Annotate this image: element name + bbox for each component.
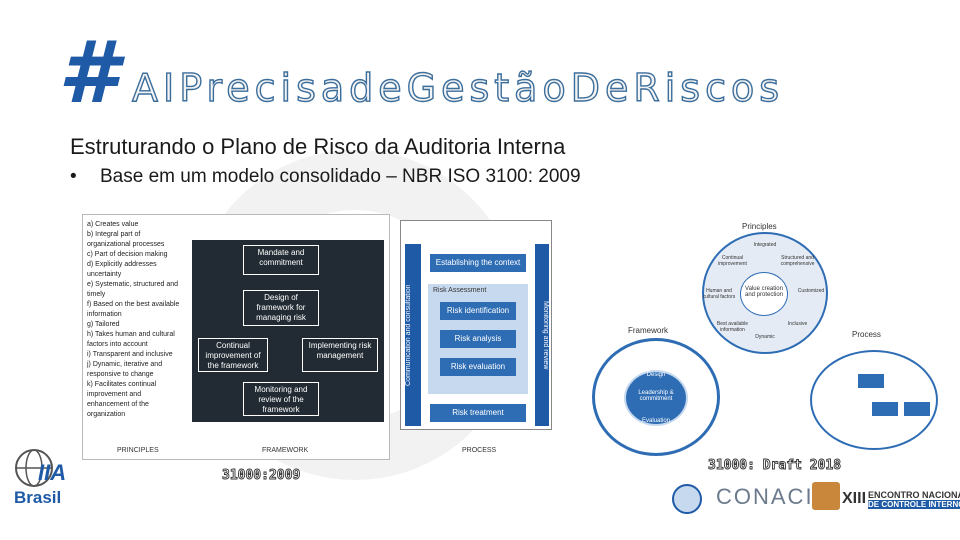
conaci-emblem-icon bbox=[672, 484, 702, 514]
hashtag-symbol: # bbox=[58, 23, 118, 123]
risk-assessment-label: Risk Assessment bbox=[433, 287, 487, 294]
caption-2018: 31000: Draft 2018 bbox=[708, 458, 842, 474]
encontro-line2: DE CONTROLE INTERNO bbox=[868, 500, 960, 509]
communication-bar: Communication and consultation bbox=[405, 244, 421, 426]
establishing-context-box: Establishing the context bbox=[430, 254, 526, 272]
principles-label: PRINCIPLES bbox=[117, 447, 159, 454]
principle-ring-item: Best available information bbox=[716, 320, 749, 333]
caption-2009: 31000:2009 bbox=[222, 468, 301, 484]
process-box-top bbox=[858, 374, 884, 388]
process-box-center bbox=[904, 402, 930, 416]
framework-label: FRAMEWORK bbox=[262, 447, 309, 454]
design-box: Design of framework for managing risk bbox=[243, 290, 319, 326]
monitoring-review-bar: Monitoring and review bbox=[535, 244, 549, 426]
framework-circle-inner bbox=[624, 370, 688, 426]
risk-identification-box: Risk identification bbox=[440, 302, 516, 320]
framework-title: Framework bbox=[628, 326, 669, 335]
globe-icon bbox=[15, 449, 53, 487]
slide-title: AIPrecisadeGestãoDeRiscos bbox=[131, 65, 785, 110]
bullet-point: • Base em um modelo consolidado – NBR ISO… bbox=[70, 166, 581, 188]
process-circle bbox=[810, 350, 938, 450]
principle-ring-item: Continual improvement bbox=[718, 255, 747, 268]
principles-center-circle bbox=[740, 272, 788, 316]
brasil-text: Brasil bbox=[14, 488, 62, 507]
principle-ring-item: Inclusive bbox=[787, 320, 808, 327]
principle-ring-item: Human and cultural factors bbox=[702, 288, 736, 300]
framework-center-text: Leadership & commitment bbox=[638, 390, 674, 402]
conaci-text: CONACI bbox=[716, 484, 814, 509]
principle-ring-item: Customized bbox=[797, 288, 825, 294]
principle-item: d) Explicitly addresses uncertainty bbox=[87, 261, 157, 278]
principles-title: Principles bbox=[742, 222, 777, 231]
framework-panel bbox=[192, 240, 384, 422]
principle-ring-item: Dynamic bbox=[755, 334, 775, 340]
risk-analysis-box: Risk analysis bbox=[440, 330, 516, 348]
implementing-box: Implementing risk management bbox=[302, 338, 378, 372]
encontro-logo: XIII ENCONTRO NACIONAL DE CONTROLE INTER… bbox=[808, 476, 960, 520]
conaci-logo: CONACI bbox=[672, 480, 832, 520]
process-title: Process bbox=[852, 330, 881, 339]
encontro-number: XIII bbox=[842, 490, 867, 507]
framework-design-text: Design bbox=[646, 372, 666, 378]
monitoring-framework-box: Monitoring and review of the framework bbox=[243, 382, 319, 416]
mandate-box: Mandate and commitment bbox=[243, 245, 319, 275]
principle-item: g) Tailored bbox=[87, 321, 120, 328]
principle-item: j) Dynamic, iterative and responsive to … bbox=[87, 361, 163, 378]
principle-item: c) Part of decision making bbox=[87, 251, 168, 258]
slide-subtitle: Estruturando o Plano de Risco da Auditor… bbox=[70, 134, 566, 159]
encontro-line1: ENCONTRO NACIONAL bbox=[868, 490, 960, 500]
process-label: PROCESS bbox=[462, 447, 497, 454]
building-icon bbox=[812, 482, 840, 510]
principles-center-text: Value creation and protection bbox=[744, 286, 784, 298]
continual-improvement-box: Continual improvement of the framework bbox=[198, 338, 268, 372]
iia-text: IIA bbox=[38, 460, 67, 485]
principles-list: a) Creates value b) Integral part of orga… bbox=[87, 220, 183, 438]
risk-evaluation-box: Risk evaluation bbox=[440, 358, 516, 376]
framework-evaluation-text: Evaluation bbox=[641, 418, 671, 424]
bullet-dot: • bbox=[70, 166, 77, 187]
principle-item: a) Creates value bbox=[87, 221, 139, 228]
principle-item: i) Transparent and inclusive bbox=[87, 351, 173, 358]
principle-ring-item: Structured and comprehensive bbox=[780, 255, 815, 268]
principle-item: h) Takes human and cultural factors into… bbox=[87, 331, 175, 348]
principle-item: e) Systematic, structured and timely bbox=[87, 281, 179, 298]
principle-ring-item: Integrated bbox=[753, 242, 777, 248]
bullet-text: Base em um modelo consolidado – NBR ISO … bbox=[100, 166, 581, 187]
principle-item: k) Facilitates continual improvement and… bbox=[87, 381, 157, 418]
iia-logo: IIA Brasil bbox=[14, 448, 68, 510]
principle-item: b) Integral part of organizational proce… bbox=[87, 231, 165, 248]
risk-treatment-box: Risk treatment bbox=[430, 404, 526, 422]
process-box-left bbox=[872, 402, 898, 416]
principle-item: f) Based on the best available informati… bbox=[87, 301, 180, 318]
